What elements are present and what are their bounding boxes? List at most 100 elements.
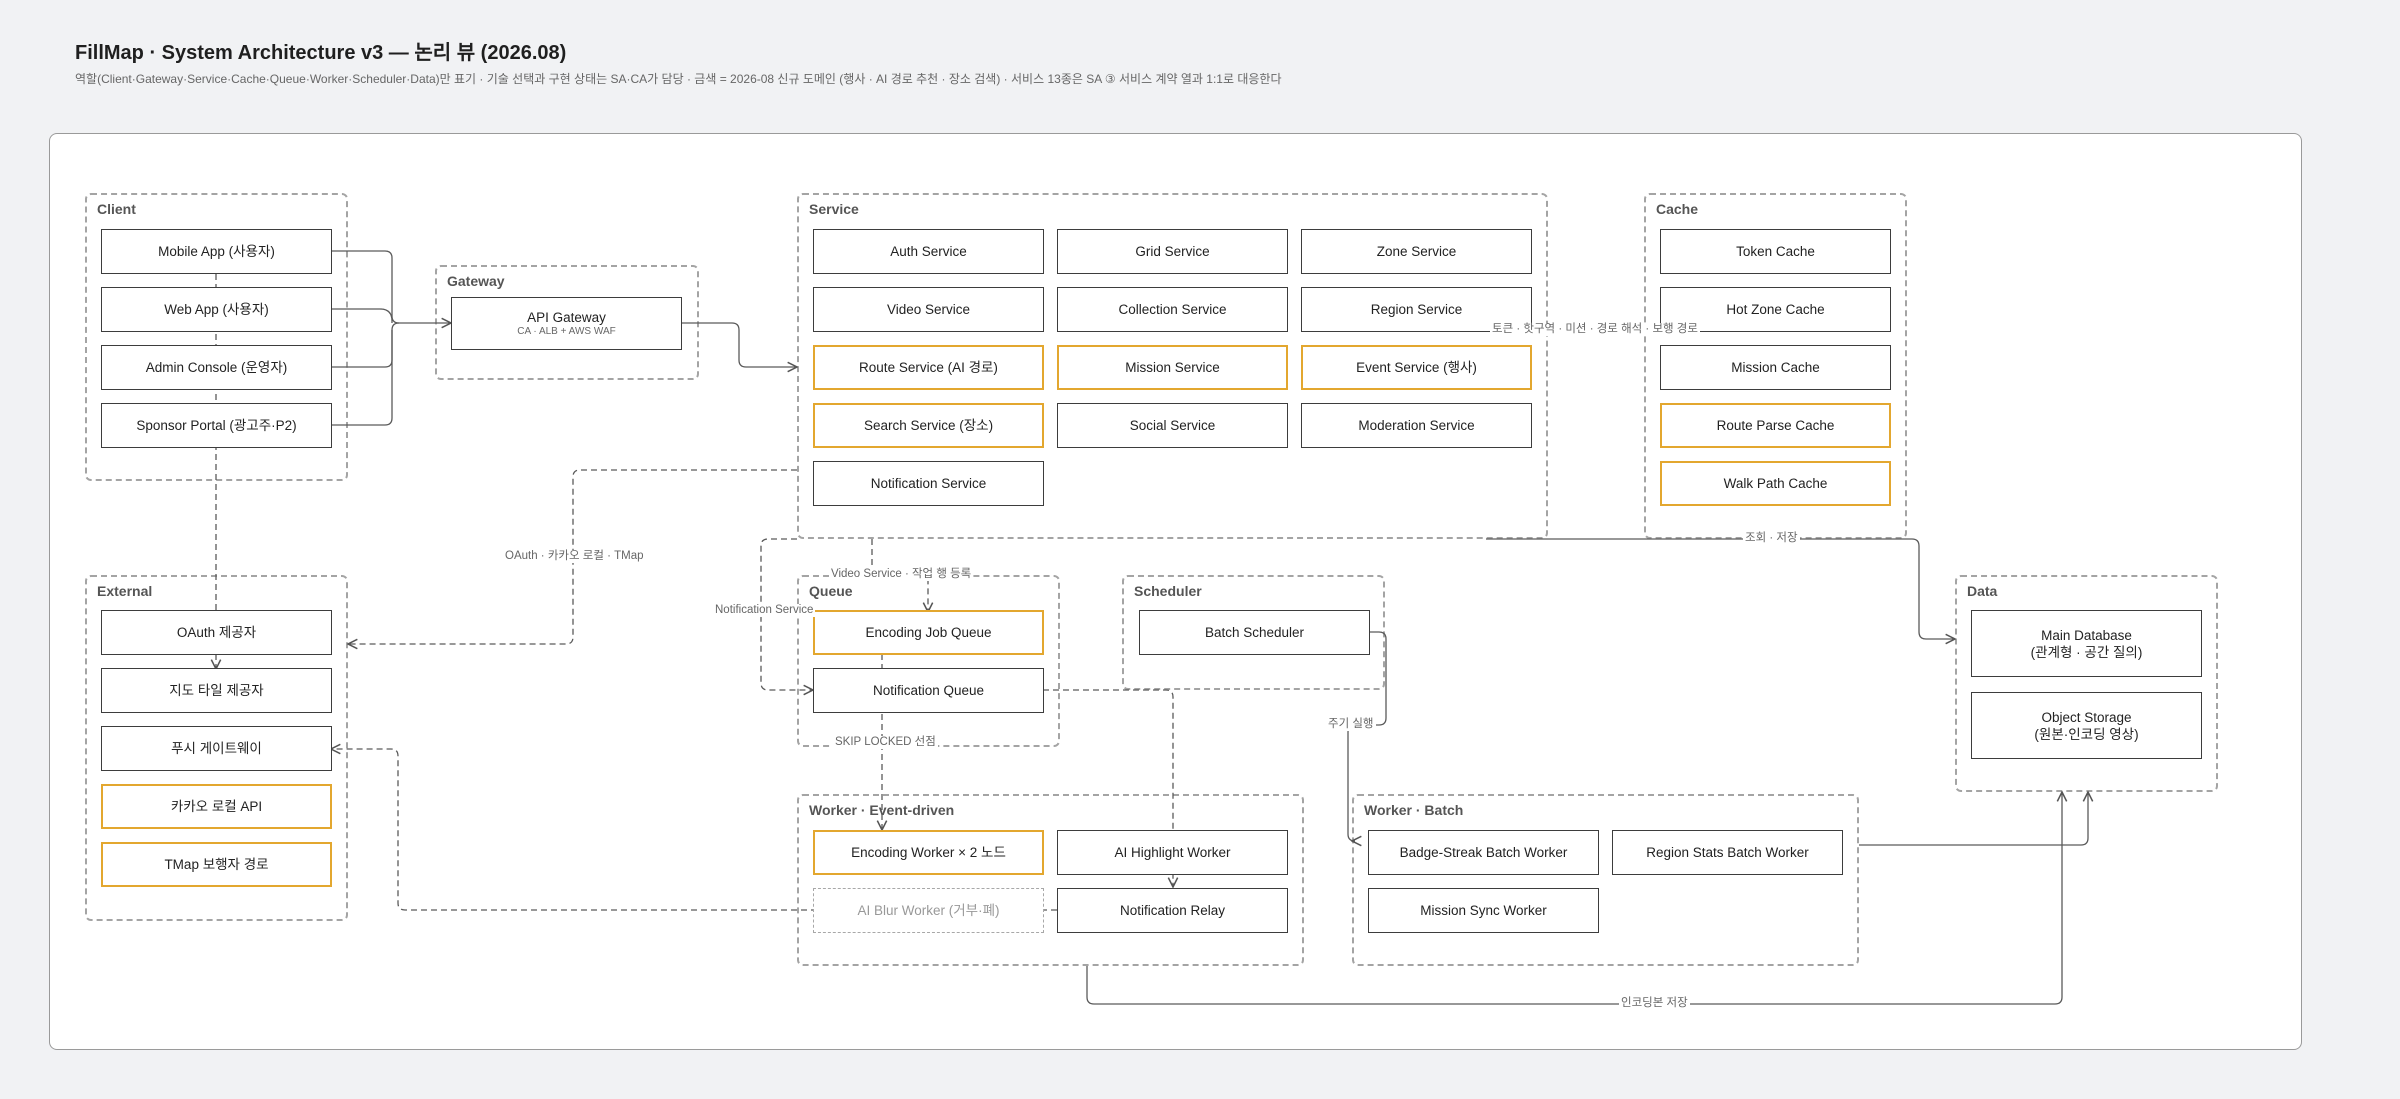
node-collection-service: Collection Service — [1057, 287, 1288, 332]
node-mission-service: Mission Service — [1057, 345, 1288, 390]
edge-label-query-store: 조회 · 저장 — [1743, 532, 1800, 545]
node-hot-zone-cache-label: Hot Zone Cache — [1726, 302, 1825, 317]
node-map-tile-provider-label: 지도 타일 제공자 — [169, 683, 264, 698]
node-region-service: Region Service — [1301, 287, 1532, 332]
node-social-service: Social Service — [1057, 403, 1288, 448]
group-data-label: Data — [1967, 583, 1998, 599]
node-object-storage-desc: (원본·인코딩 영상) — [2034, 726, 2139, 742]
node-region-stats-worker-label: Region Stats Batch Worker — [1646, 845, 1809, 860]
node-kakao-local-api-label: 카카오 로컬 API — [170, 799, 263, 814]
node-ai-highlight-worker-label: AI Highlight Worker — [1114, 845, 1231, 860]
node-walk-path-cache-label: Walk Path Cache — [1723, 476, 1828, 491]
node-region-service-label: Region Service — [1370, 302, 1463, 317]
node-token-cache-label: Token Cache — [1736, 244, 1815, 259]
edge-label-cache-lookup: 토큰 · 핫구역 · 미션 · 경로 해석 · 보행 경로 — [1490, 323, 1700, 336]
group-client-label: Client — [97, 201, 136, 217]
node-api-gateway: API Gateway CA · ALB + AWS WAF — [451, 297, 682, 350]
edge-label-skip-locked: SKIP LOCKED 선점 — [833, 736, 938, 749]
node-mobile-app-label: Mobile App (사용자) — [158, 244, 275, 259]
node-main-database-desc: (관계형 · 공간 질의) — [2030, 644, 2143, 660]
node-collection-service-label: Collection Service — [1118, 302, 1227, 317]
node-grid-service-label: Grid Service — [1135, 244, 1210, 259]
node-mission-cache-label: Mission Cache — [1731, 360, 1820, 375]
node-video-service: Video Service — [813, 287, 1044, 332]
node-tmap-walk-route-label: TMap 보행자 경로 — [164, 857, 269, 872]
page-subtitle: 역할(Client·Gateway·Service·Cache·Queue·Wo… — [75, 72, 1282, 86]
node-sponsor-portal: Sponsor Portal (광고주·P2) — [101, 403, 332, 448]
group-worker-event: Worker · Event-driven — [797, 794, 1304, 966]
node-main-database: Main Database (관계형 · 공간 질의) — [1971, 610, 2202, 677]
group-worker-event-label: Worker · Event-driven — [809, 802, 955, 818]
node-encoding-worker: Encoding Worker × 2 노드 — [813, 830, 1044, 875]
node-auth-service: Auth Service — [813, 229, 1044, 274]
node-mobile-app: Mobile App (사용자) — [101, 229, 332, 274]
edge-label-periodic-run: 주기 실행 — [1326, 718, 1376, 731]
node-route-service: Route Service (AI 경로) — [813, 345, 1044, 390]
node-grid-service: Grid Service — [1057, 229, 1288, 274]
group-queue: Queue — [797, 575, 1060, 747]
node-walk-path-cache: Walk Path Cache — [1660, 461, 1891, 506]
node-api-gateway-label: API Gateway — [527, 310, 606, 325]
edge-label-notification-service: Notification Service — [713, 604, 816, 617]
node-event-service-label: Event Service (행사) — [1356, 360, 1477, 375]
node-notification-queue-label: Notification Queue — [872, 683, 985, 698]
node-main-database-label: Main Database — [2041, 627, 2132, 643]
edge-label-encoded-store: 인코딩본 저장 — [1619, 997, 1690, 1010]
node-admin-console: Admin Console (운영자) — [101, 345, 332, 390]
node-token-cache: Token Cache — [1660, 229, 1891, 274]
node-tmap-walk-route: TMap 보행자 경로 — [101, 842, 332, 887]
group-scheduler-label: Scheduler — [1134, 583, 1202, 599]
node-search-service-label: Search Service (장소) — [863, 418, 994, 433]
node-kakao-local-api: 카카오 로컬 API — [101, 784, 332, 829]
group-worker-batch-label: Worker · Batch — [1364, 802, 1464, 818]
node-api-gateway-sub: CA · ALB + AWS WAF — [517, 326, 616, 337]
node-notification-relay-label: Notification Relay — [1119, 903, 1226, 918]
node-moderation-service-label: Moderation Service — [1358, 418, 1475, 433]
edge-label-oauth-kakao-tmap: OAuth · 카카오 로컬 · TMap — [503, 550, 646, 563]
node-object-storage-label: Object Storage — [2041, 709, 2132, 725]
node-sponsor-portal-label: Sponsor Portal (광고주·P2) — [136, 418, 297, 433]
node-oauth-provider: OAuth 제공자 — [101, 610, 332, 655]
node-batch-scheduler: Batch Scheduler — [1139, 610, 1370, 655]
node-encoding-worker-label: Encoding Worker × 2 노드 — [851, 845, 1006, 860]
node-badge-streak-worker: Badge-Streak Batch Worker — [1368, 830, 1599, 875]
node-push-gateway-label: 푸시 게이트웨이 — [171, 741, 262, 756]
node-social-service-label: Social Service — [1129, 418, 1216, 433]
group-cache-label: Cache — [1656, 201, 1699, 217]
node-admin-console-label: Admin Console (운영자) — [145, 360, 288, 375]
node-ai-highlight-worker: AI Highlight Worker — [1057, 830, 1288, 875]
node-mission-sync-worker: Mission Sync Worker — [1368, 888, 1599, 933]
node-encoding-job-queue-label: Encoding Job Queue — [865, 625, 992, 640]
node-web-app-label: Web App (사용자) — [164, 302, 269, 317]
node-mission-sync-worker-label: Mission Sync Worker — [1420, 903, 1547, 918]
node-encoding-job-queue: Encoding Job Queue — [813, 610, 1044, 655]
node-notification-service: Notification Service — [813, 461, 1044, 506]
node-batch-scheduler-label: Batch Scheduler — [1204, 625, 1305, 640]
node-oauth-provider-label: OAuth 제공자 — [176, 625, 257, 640]
group-queue-label: Queue — [809, 583, 853, 599]
node-badge-streak-worker-label: Badge-Streak Batch Worker — [1399, 845, 1568, 860]
node-web-app: Web App (사용자) — [101, 287, 332, 332]
node-notification-queue: Notification Queue — [813, 668, 1044, 713]
node-ai-blur-worker: AI Blur Worker (거부·폐) — [813, 888, 1044, 933]
node-search-service: Search Service (장소) — [813, 403, 1044, 448]
node-object-storage: Object Storage (원본·인코딩 영상) — [1971, 692, 2202, 759]
group-worker-batch: Worker · Batch — [1352, 794, 1859, 966]
node-video-service-label: Video Service — [886, 302, 971, 317]
node-route-service-label: Route Service (AI 경로) — [859, 360, 998, 375]
node-mission-service-label: Mission Service — [1125, 360, 1220, 375]
node-notification-service-label: Notification Service — [870, 476, 987, 491]
node-region-stats-worker: Region Stats Batch Worker — [1612, 830, 1843, 875]
node-zone-service: Zone Service — [1301, 229, 1532, 274]
node-mission-cache: Mission Cache — [1660, 345, 1891, 390]
group-data: Data — [1955, 575, 2218, 792]
node-auth-service-label: Auth Service — [890, 244, 967, 259]
edge-label-video-job: Video Service · 작업 행 등록 — [829, 568, 974, 581]
node-ai-blur-worker-label: AI Blur Worker (거부·폐) — [857, 903, 1000, 918]
node-map-tile-provider: 지도 타일 제공자 — [101, 668, 332, 713]
group-gateway-label: Gateway — [447, 273, 505, 289]
node-push-gateway: 푸시 게이트웨이 — [101, 726, 332, 771]
node-moderation-service: Moderation Service — [1301, 403, 1532, 448]
group-external-label: External — [97, 583, 153, 599]
node-route-parse-cache: Route Parse Cache — [1660, 403, 1891, 448]
